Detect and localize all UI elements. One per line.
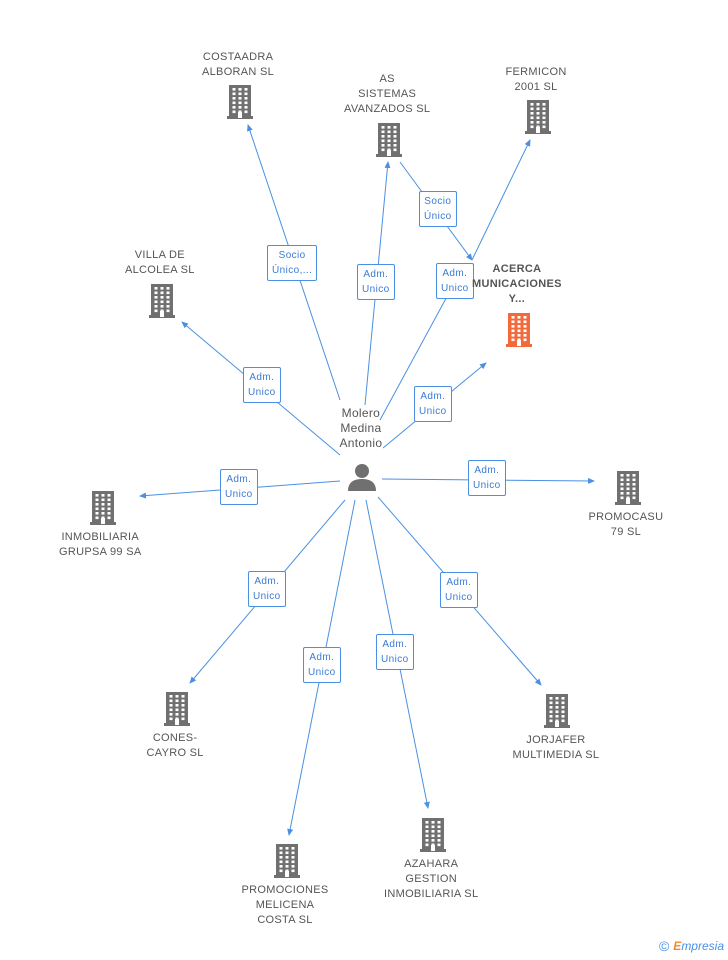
company-label-jorjafer[interactable]: JORJAFER MULTIMEDIA SL — [513, 733, 600, 763]
edge-label-line: Adm. — [226, 474, 252, 485]
company-label-line: GESTION — [405, 873, 457, 885]
edge-label-line: Adm. — [254, 576, 280, 587]
company-label-line: MUNICACIONES — [472, 278, 562, 290]
company-label-fermicon[interactable]: FERMICON 2001 SL — [506, 65, 567, 95]
company-label-line: ALBORAN SL — [202, 66, 275, 78]
edge-label-line: Único — [424, 211, 452, 222]
company-label-line: SISTEMAS — [358, 88, 417, 100]
edge-label-line: Unico — [225, 489, 253, 500]
company-label-line: ALCOLEA SL — [125, 264, 195, 276]
person-name-line: Antonio — [339, 436, 383, 450]
edge-label-line: Unico — [445, 592, 473, 603]
edge-label-line: Unico — [441, 283, 469, 294]
edge-label-line: Unico — [381, 654, 409, 665]
company-label-line: PROMOCIONES — [241, 884, 329, 896]
edge-label-line: Unico — [248, 387, 276, 398]
company-label-line: MULTIMEDIA SL — [512, 749, 600, 761]
company-label-line: INMOBILIARIA — [61, 531, 140, 543]
company-label-cones-cayro[interactable]: CONES- CAYRO SL — [147, 731, 204, 761]
building-icon[interactable] — [522, 100, 554, 139]
edge-label-line: Unico — [473, 480, 501, 491]
company-label-line: Y... — [508, 293, 526, 305]
edge-label-line: Adm. — [446, 577, 472, 588]
edge-line-e-acerca-a — [379, 279, 457, 421]
company-label-line: VILLA DE — [134, 249, 185, 261]
edge-line-e-as-fermicon — [471, 139, 531, 261]
company-label-line: COSTA SL — [257, 914, 313, 926]
company-label-line: PROMOCASU — [588, 511, 664, 523]
person-name-line: Medina — [340, 421, 382, 435]
edge-label-e-melicena[interactable]: Adm. Unico — [303, 647, 341, 683]
company-label-line: FERMICON — [505, 66, 567, 78]
building-icon[interactable] — [224, 85, 256, 124]
company-label-promociones-melicena[interactable]: PROMOCIONES MELICENA COSTA SL — [242, 883, 329, 928]
company-label-line: MELICENA — [255, 899, 315, 911]
building-icon[interactable] — [417, 818, 449, 857]
edge-label-line: Unico — [419, 406, 447, 417]
company-label-costaadra[interactable]: COSTAADRA ALBORAN SL — [202, 50, 274, 80]
company-label-line: JORJAFER — [526, 734, 586, 746]
company-label-line: ACERCA — [492, 263, 542, 275]
edge-label-e-acerca-a[interactable]: Adm. Unico — [436, 263, 474, 299]
company-label-as-sistemas[interactable]: AS SISTEMAS AVANZADOS SL — [344, 72, 430, 117]
edge-label-line: Unico — [308, 667, 336, 678]
edge-label-e-grupsa[interactable]: Adm. Unico — [220, 469, 258, 505]
edge-label-line: Adm. — [474, 465, 500, 476]
company-label-line: CAYRO SL — [146, 747, 204, 759]
edge-label-e-as[interactable]: Adm. Unico — [357, 264, 395, 300]
company-label-line: COSTAADRA — [202, 51, 274, 63]
footer-brand: © Empresia — [659, 938, 724, 954]
company-label-line: AVANZADOS SL — [344, 103, 431, 115]
company-label-line: 2001 SL — [514, 81, 558, 93]
company-label-line: GRUPSA 99 SA — [59, 546, 142, 558]
company-label-acerca[interactable]: ACERCA MUNICACIONES Y... — [472, 262, 562, 307]
edge-label-line: Socio — [424, 196, 452, 207]
company-label-line: AZAHARA — [404, 858, 459, 870]
company-label-villa[interactable]: VILLA DE ALCOLEA SL — [125, 248, 195, 278]
company-label-line: AS — [379, 73, 395, 85]
company-label-promocasu[interactable]: PROMOCASU 79 SL — [589, 510, 664, 540]
person-name-line: Molero — [341, 406, 381, 420]
edge-label-line: Socio — [278, 250, 306, 261]
edge-label-line: Adm. — [382, 639, 408, 650]
edge-label-e-promocasu[interactable]: Adm. Unico — [468, 460, 506, 496]
edge-label-e-villa[interactable]: Adm. Unico — [243, 367, 281, 403]
edge-label-e-azahara[interactable]: Adm. Unico — [376, 634, 414, 670]
company-label-azahara[interactable]: AZAHARA GESTION INMOBILIARIA SL — [384, 857, 478, 902]
company-label-line: CONES- — [152, 732, 198, 744]
building-icon[interactable] — [161, 692, 193, 731]
building-icon[interactable] — [541, 694, 573, 733]
building-icon[interactable] — [612, 471, 644, 510]
building-icon[interactable] — [271, 844, 303, 883]
copyright-symbol: © — [658, 938, 670, 954]
edge-label-line: Unico — [253, 591, 281, 602]
focus-building-icon[interactable] — [503, 313, 535, 352]
edge-label-line: Único,... — [272, 265, 313, 276]
building-icon[interactable] — [87, 491, 119, 530]
edge-label-line: Adm. — [309, 652, 335, 663]
brand-name: Empresia — [673, 939, 724, 953]
person-icon[interactable] — [347, 462, 377, 497]
edge-label-e-acerca-b[interactable]: Adm. Unico — [414, 386, 452, 422]
company-label-line: INMOBILIARIA SL — [384, 888, 479, 900]
building-icon[interactable] — [146, 284, 178, 323]
edge-label-line: Adm. — [363, 269, 389, 280]
edge-label-line: Adm. — [420, 391, 446, 402]
edge-label-e-cones[interactable]: Adm. Unico — [248, 571, 286, 607]
edge-label-line: Unico — [362, 284, 390, 295]
company-label-line: 79 SL — [610, 526, 642, 538]
company-label-inmobiliaria-grupsa[interactable]: INMOBILIARIA GRUPSA 99 SA — [59, 530, 141, 560]
edge-label-line: Adm. — [249, 372, 275, 383]
edge-label-e-jorjafer[interactable]: Adm. Unico — [440, 572, 478, 608]
edge-label-line: Adm. — [442, 268, 468, 279]
building-icon[interactable] — [373, 123, 405, 162]
